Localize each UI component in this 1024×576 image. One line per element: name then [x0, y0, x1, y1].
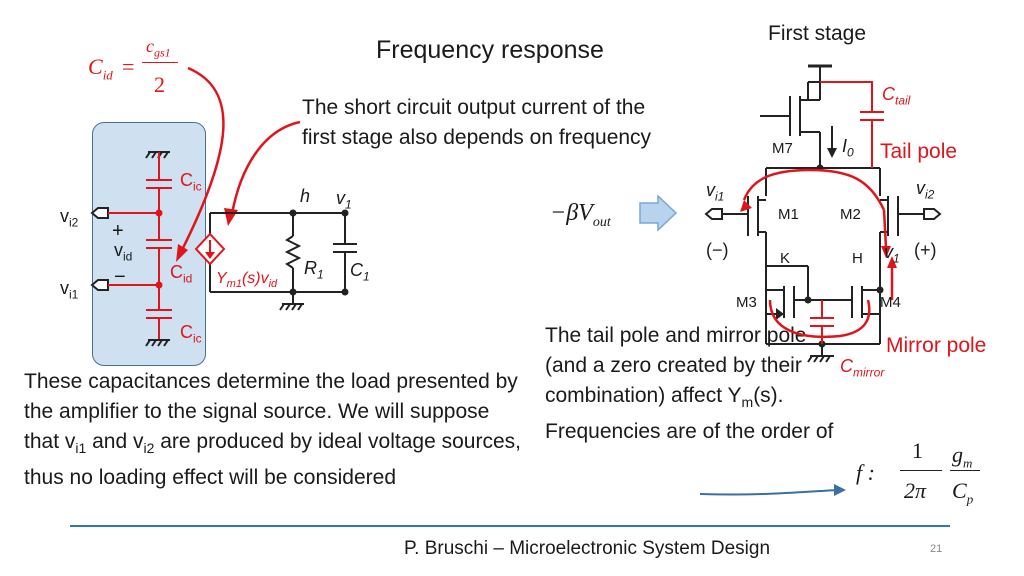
page-number: 21: [930, 543, 943, 555]
paragraph-tail-mirror: The tail pole and mirror pole (and a zer…: [545, 324, 834, 444]
vi2-right-label: vi2: [916, 178, 935, 202]
m3-label: M3: [736, 294, 757, 311]
i0-label: I0: [842, 136, 854, 160]
tail-pole-label: Tail pole: [880, 140, 958, 163]
footer-text: P. Bruschi – Microelectronic System Desi…: [403, 538, 771, 559]
m2-label: M2: [840, 206, 861, 223]
cic-top-label: Cic: [180, 170, 202, 194]
vi1-right-label: vi1: [706, 180, 725, 204]
left-input-network: [90, 151, 172, 347]
positive-output-label: (+): [914, 240, 937, 260]
v1-right-label: v1: [884, 242, 900, 266]
m7-label: M7: [772, 140, 793, 157]
v1-node-label: v1: [336, 188, 352, 212]
negative-input-label: (−): [706, 240, 729, 260]
input-capacitance-panel: [92, 122, 206, 366]
c1-label: C1: [350, 260, 370, 284]
vi1-input-label: vi1: [60, 278, 79, 302]
plus-sign: +: [112, 220, 124, 242]
frequency-formula: f : 1 2π gm Cp: [852, 438, 980, 518]
m1-label: M1: [778, 206, 799, 223]
node-h-right-label: H: [852, 250, 863, 267]
ctail-label: Ctail: [882, 84, 911, 108]
r1-label: R1: [304, 258, 324, 282]
cmirror-label: Cmirror: [840, 356, 885, 380]
minus-sign: −: [114, 266, 126, 288]
vi2-input-label: vi2: [60, 206, 79, 230]
ym-current-label: Ym1(s)vid: [216, 270, 278, 291]
node-h-label: h: [300, 186, 311, 206]
vid-label: vid: [114, 240, 133, 264]
footer-rule: [70, 525, 950, 527]
cic-bottom-label: Cic: [180, 322, 202, 346]
beta-vout-expression: −βVout: [550, 200, 611, 230]
slide-title: Frequency response: [376, 36, 604, 64]
m4-label: M4: [880, 294, 901, 311]
mirror-pole-label: Mirror pole: [886, 334, 987, 357]
paragraph-short-circuit: The short circuit output current of the …: [302, 96, 652, 149]
paragraph-capacitances: These capacitances determine the load pr…: [24, 370, 521, 490]
node-k-label: K: [780, 250, 791, 267]
first-stage-label: First stage: [768, 22, 867, 45]
small-signal-circuit: [209, 212, 357, 311]
cid-label: Cid: [170, 262, 193, 286]
